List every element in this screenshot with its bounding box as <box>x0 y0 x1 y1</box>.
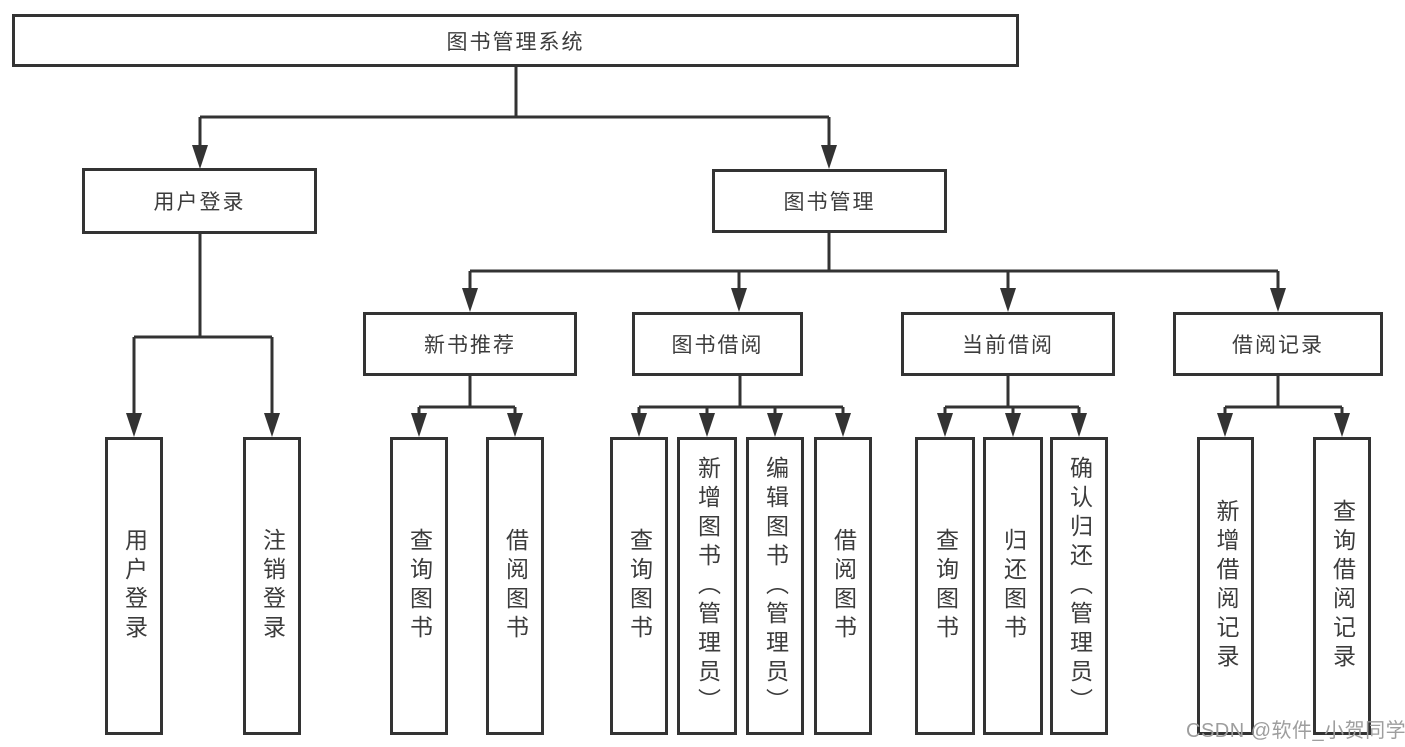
node-book-management: 图书管理 <box>712 169 947 233</box>
leaf-query-borrow-record: 查询借阅记录 <box>1313 437 1371 735</box>
leaf-add-borrow-record: 新增借阅记录 <box>1197 437 1254 735</box>
leaf-add-books-admin: 新增图书（管理员） <box>677 437 737 735</box>
leaf-query-books-current: 查询图书 <box>915 437 975 735</box>
leaf-return-books: 归还图书 <box>983 437 1043 735</box>
leaf-edit-books-admin: 编辑图书（管理员） <box>746 437 804 735</box>
arrowheads <box>126 145 1350 437</box>
leaf-user-login: 用户登录 <box>105 437 163 735</box>
node-new-book-recommend: 新书推荐 <box>363 312 577 376</box>
leaf-borrow-books-recommend: 借阅图书 <box>486 437 544 735</box>
node-book-borrow: 图书借阅 <box>632 312 803 376</box>
leaf-query-books-recommend: 查询图书 <box>390 437 448 735</box>
leaf-logout: 注销登录 <box>243 437 301 735</box>
node-root: 图书管理系统 <box>12 14 1019 67</box>
leaf-confirm-return-admin: 确认归还（管理员） <box>1050 437 1108 735</box>
node-borrow-records: 借阅记录 <box>1173 312 1383 376</box>
leaf-borrow-books: 借阅图书 <box>814 437 872 735</box>
node-current-borrow: 当前借阅 <box>901 312 1115 376</box>
node-user-login: 用户登录 <box>82 168 317 234</box>
leaf-query-books-borrow: 查询图书 <box>610 437 668 735</box>
csdn-watermark: CSDN @软件_小贺同学 <box>1186 720 1405 742</box>
